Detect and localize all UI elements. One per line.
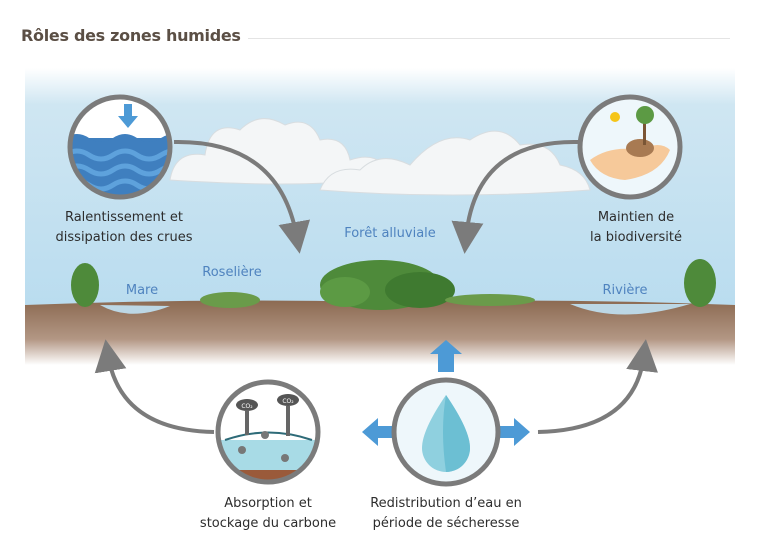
arrow-right-icon	[496, 418, 530, 446]
connector-arrows	[94, 139, 658, 434]
reeds-label: Roselière	[202, 265, 261, 280]
co2-icon: CO₂ CO₂	[220, 394, 316, 480]
ground	[25, 300, 735, 365]
title-divider	[248, 38, 730, 39]
floods-icon-circle	[67, 94, 173, 200]
biodiversity-label-line2: la biodiversité	[590, 230, 682, 245]
water-label-line1: Redistribution d’eau en	[370, 496, 522, 511]
pond-water	[100, 305, 170, 314]
floods-label-line1: Ralentissement et	[65, 210, 183, 225]
river-water	[570, 304, 690, 315]
hand-with-tree-icon	[590, 106, 670, 180]
arrow-up-icon	[430, 340, 462, 372]
carbon-icon-circle: CO₂ CO₂	[215, 379, 321, 485]
carbon-label-line1: Absorption et	[224, 496, 312, 511]
co2-text: CO₂	[241, 403, 253, 410]
page-title: Rôles des zones humides	[21, 26, 241, 45]
clouds	[169, 118, 591, 196]
biodiversity-label-line1: Maintien de	[598, 210, 674, 225]
forest-label: Forêt alluviale	[344, 226, 436, 241]
pond-label: Mare	[126, 283, 158, 298]
water-label-line2: période de sécheresse	[373, 516, 520, 531]
carbon-label-line2: stockage du carbone	[200, 516, 336, 531]
vegetation	[71, 259, 716, 310]
river-label: Rivière	[602, 283, 647, 298]
water-icon-circle	[362, 340, 530, 487]
biodiversity-icon-circle	[577, 94, 683, 200]
co2-text: CO₂	[282, 398, 294, 405]
floods-label-line2: dissipation des crues	[56, 230, 193, 245]
down-arrow-icon	[118, 104, 138, 128]
arrow-left-icon	[362, 418, 396, 446]
